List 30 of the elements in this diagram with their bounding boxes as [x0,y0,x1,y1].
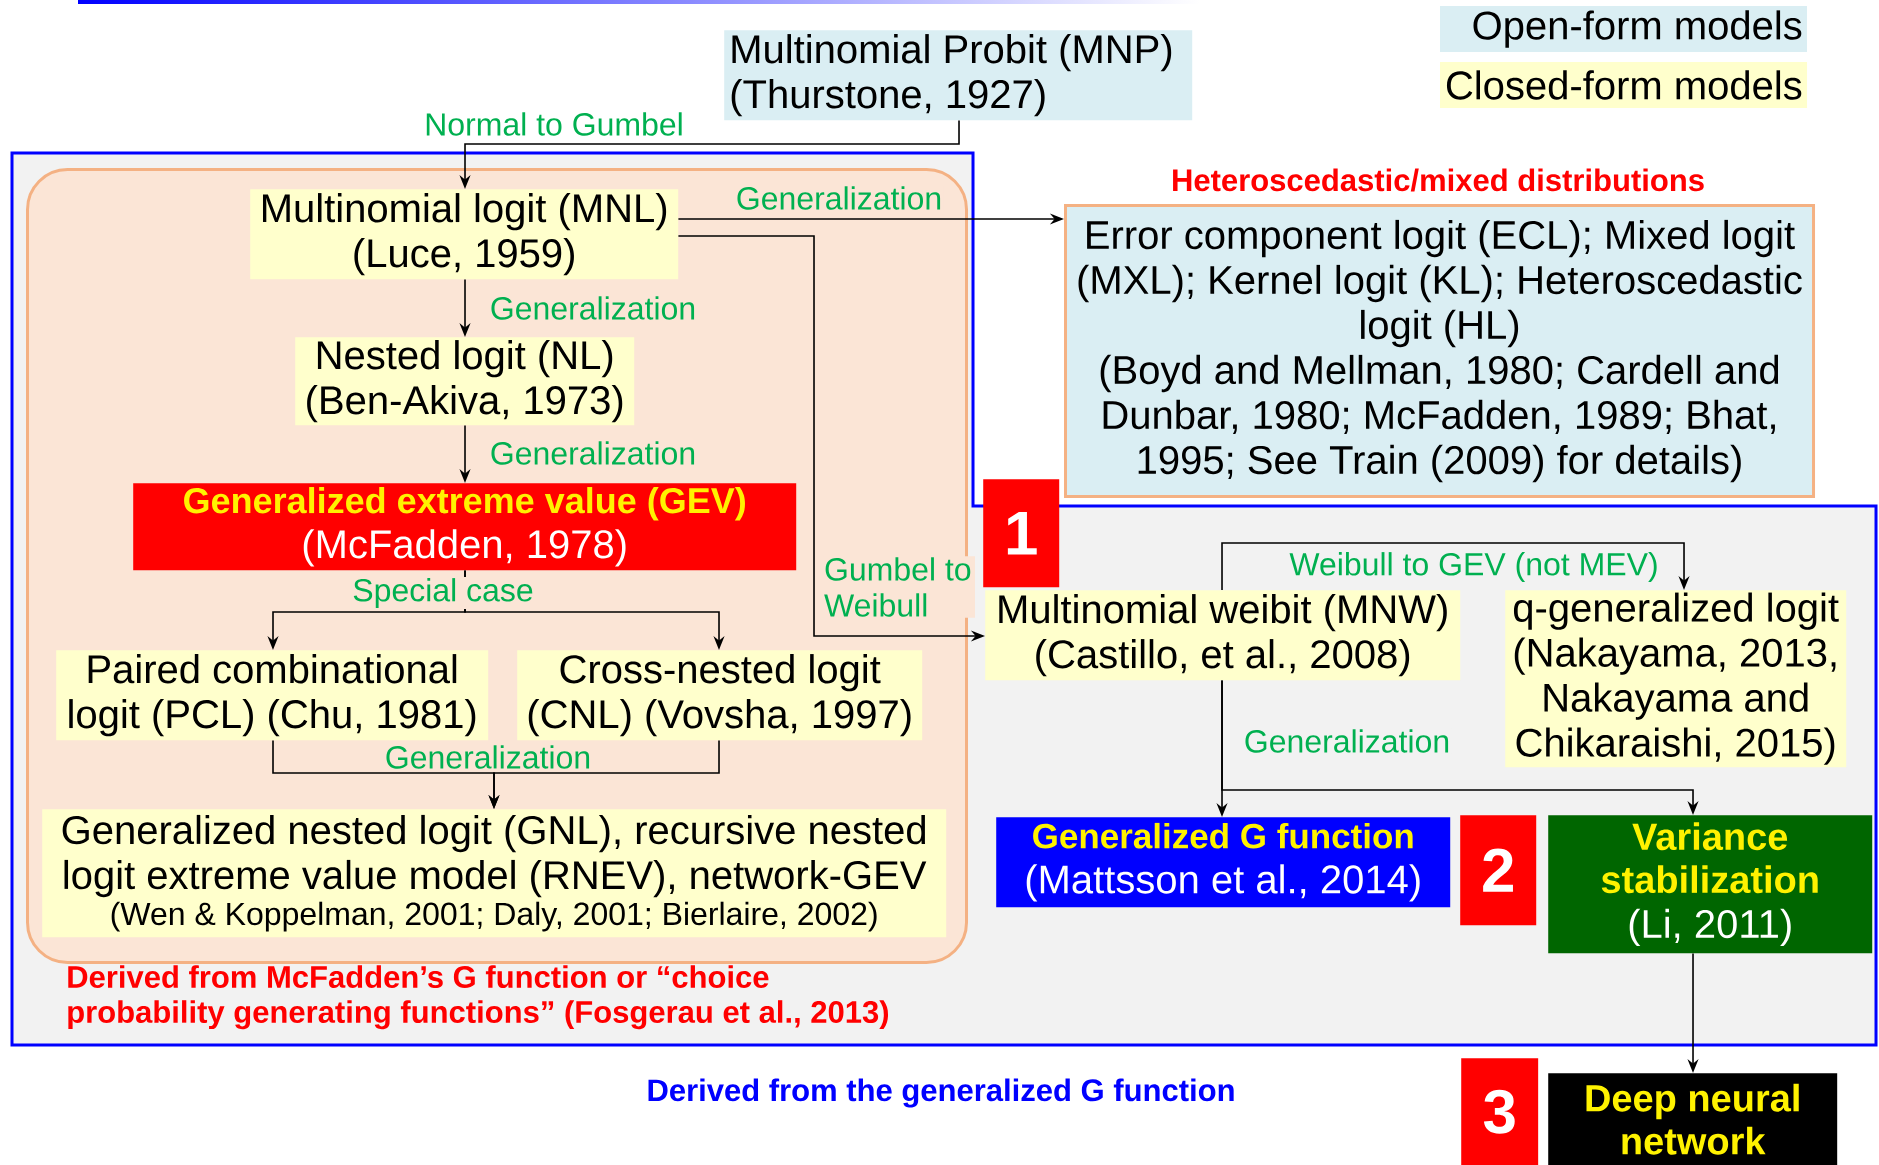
model-box: q-generalized logit (Nakayama, 2013, Nakayama and Chikaraishi, 2015) [1505,590,1847,768]
edge-label: Generalization [488,295,698,321]
model-box: Multinomial logit (MNL) (Luce, 1959) [250,189,679,280]
edge-label: Generalization [734,185,944,211]
edge-label: Special case [351,577,535,609]
model-box: Generalized nested logit (GNL), recursive nested logit extreme value model (RNEV), network-GEV (Wen & Koppelman, 2001; Daly, 2001; Bierlaire, 2002) [42,809,947,938]
region-caption: Derived from the generalized G function [648,1078,1234,1108]
model-box: Nested logit (NL) (Ben-Akiva, 1973) [295,337,635,426]
number-badge: 3 [1461,1058,1539,1165]
edge-label: Generalization [488,440,698,466]
edge-label: Gumbel to Weibull [823,556,975,618]
model-box: Error component logit (ECL); Mixed logit (MXL); Kernel logit (KL); Heteroscedastic logit (HL) (Boyd and Mellman, 1980; Cardell and Dunbar, 1980; McFadden, 1989; Bhat, 1995; See Train (2009) for details) [1064,204,1815,498]
legend-label: Closed-form models [1446,70,1802,100]
model-box: Generalized extreme value (GEV) (McFadden, 1978) [133,483,797,571]
model-box: Variance stabilization (Li, 2011) [1548,815,1873,954]
model-box: Paired combinational logit (PCL) (Chu, 1981) [56,650,489,741]
edge-label: Normal to Gumbel [423,111,685,137]
model-box: Deep neural network [1548,1073,1838,1165]
number-badge: 2 [1460,815,1537,926]
model-box: Multinomial Probit (MNP) (Thurstone, 1927) [724,30,1193,121]
edge-label: Generalization [1242,728,1452,754]
model-box: Multinomial weibit (MNW) (Castillo, et al., 2008) [985,590,1461,681]
group-caption: Derived from McFadden’s G function or “choice probability generating functions” (Fosgerau et al., 2013) [68,965,888,1030]
model-box: Cross-nested logit (CNL) (Vovsha, 1997) [517,650,923,741]
edge-label: Generalization [383,744,593,770]
legend-label: Open-form models [1473,10,1802,48]
box-heading: Heteroscedastic/mixed distributions [1173,168,1704,192]
arrow [1221,542,1690,591]
model-box: Generalized G function (Mattsson et al., 2014) [996,817,1451,908]
edge-label: Weibull to GEV (not MEV) [1288,551,1660,583]
